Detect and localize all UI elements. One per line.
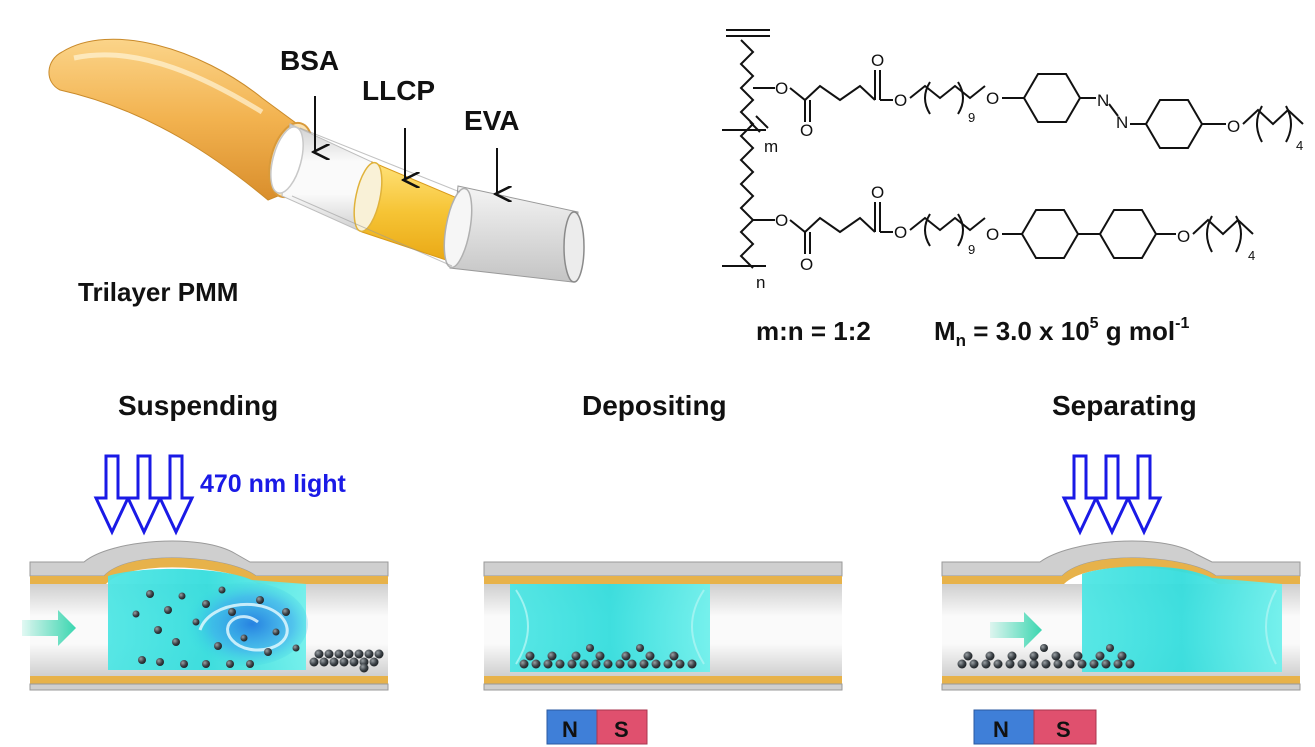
light-arrow — [1061, 454, 1099, 536]
atom-o: O — [1177, 227, 1190, 246]
atom-o: O — [871, 51, 884, 70]
atom-o: O — [775, 211, 788, 230]
polymer-backbone — [739, 39, 755, 269]
mn-exponent: 5 — [1090, 315, 1099, 332]
layer-pointer-arrows — [315, 96, 497, 194]
index-n: n — [756, 273, 765, 292]
panel-title-depositing: Depositing — [582, 390, 727, 421]
liquid-slug — [1082, 566, 1282, 672]
atom-o: O — [894, 91, 907, 110]
atom-o: O — [800, 121, 813, 140]
light-arrow — [157, 454, 195, 536]
tube-wall-bottom — [29, 683, 389, 691]
atom-o: O — [986, 225, 999, 244]
gold-layer-bottom — [942, 676, 1300, 684]
particles-cluster-right — [309, 649, 384, 673]
tube-outer-layer — [48, 38, 301, 201]
label-trilayer-pmm: Trilayer PMM — [78, 277, 238, 307]
light-arrow — [125, 454, 163, 536]
light-arrow — [1125, 454, 1163, 536]
light-wavelength-label: 470 nm light — [200, 470, 347, 498]
gold-layer-bottom — [484, 676, 842, 684]
composition-ratio: m:n = 1:2 — [756, 316, 871, 346]
magnet-south-pole — [596, 709, 648, 745]
magnet-label-s: S — [1056, 717, 1071, 742]
atom-o: O — [775, 79, 788, 98]
particles-separated — [957, 644, 1135, 669]
trilayer-tube-illustration — [48, 38, 585, 283]
mn-value: = 3.0 x 10 — [966, 316, 1090, 346]
magnet: N S — [546, 709, 648, 745]
gold-layer-bottom — [30, 676, 388, 684]
magnet-north-pole — [546, 709, 598, 745]
label-bsa: BSA — [280, 45, 339, 76]
magnet-label-n: N — [993, 717, 1009, 742]
spacer-repeat: 9 — [968, 242, 975, 257]
panel-title-suspending: Suspending — [118, 390, 278, 421]
gold-layer-top — [30, 557, 388, 584]
mn-unit-exponent: -1 — [1175, 315, 1189, 332]
liquid-slug — [510, 584, 710, 672]
panel-title-separating: Separating — [1052, 390, 1197, 421]
flow-arrow — [990, 612, 1042, 648]
light-arrow — [93, 454, 131, 536]
atom-o: O — [894, 223, 907, 242]
mn-subscript: n — [956, 331, 966, 350]
magnet: N S — [973, 709, 1097, 745]
atom-n: N — [1097, 91, 1109, 110]
label-llcp: LLCP — [362, 75, 435, 106]
magnet-label-s: S — [614, 717, 629, 742]
light-arrow — [1093, 454, 1131, 536]
tube-wall-top — [483, 561, 843, 577]
mn-unit: g mol — [1099, 316, 1176, 346]
gold-layer-top — [484, 576, 842, 584]
panel-depositing: N S — [483, 561, 843, 745]
atom-o: O — [800, 255, 813, 274]
particles-suspending — [132, 586, 300, 668]
tail-repeat: 4 — [1248, 248, 1255, 263]
molecular-weight: Mn = 3.0 x 105 g mol-1 — [934, 315, 1189, 350]
atom-o: O — [871, 183, 884, 202]
mn-prefix: M — [934, 316, 956, 346]
atom-n: N — [1116, 113, 1128, 132]
particles-deposited — [519, 644, 697, 669]
magnet-south-pole — [1033, 709, 1097, 745]
magnet-label-n: N — [562, 717, 578, 742]
tail-repeat: 4 — [1296, 138, 1303, 153]
atom-o: O — [1227, 117, 1240, 136]
index-m: m — [764, 137, 778, 156]
panel-suspending — [22, 454, 389, 691]
light-arrows-suspending — [93, 454, 195, 536]
spacer-repeat: 9 — [968, 110, 975, 125]
tube-wall-bottom — [941, 683, 1301, 691]
panel-separating: N S — [941, 454, 1301, 745]
tube-wall-bottom — [483, 683, 843, 691]
flow-arrow — [22, 610, 76, 646]
atom-o: O — [986, 89, 999, 108]
light-arrows-separating — [1061, 454, 1163, 536]
magnet-north-pole — [973, 709, 1035, 745]
polymer-structure: m n O O O O 9 O N N O 4 O — [722, 29, 1304, 292]
label-eva: EVA — [464, 105, 520, 136]
